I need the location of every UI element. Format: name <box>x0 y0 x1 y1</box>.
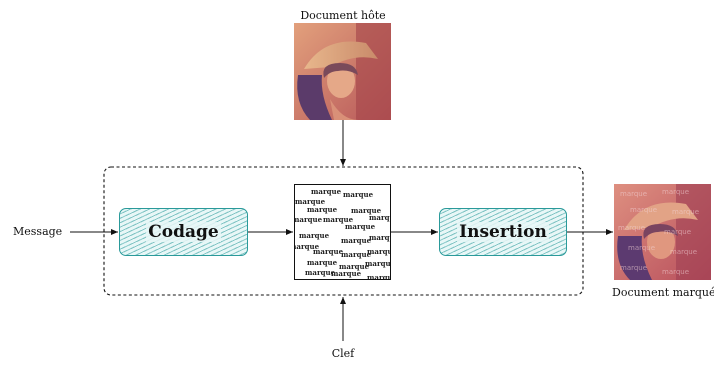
coding-block: Codage <box>119 208 248 256</box>
watermark-word: marque <box>294 215 323 224</box>
watermark-word: marque <box>295 197 326 206</box>
watermark-word: marque <box>367 247 390 256</box>
watermark-word: marque <box>307 205 338 214</box>
watermark-word: marque <box>323 215 354 224</box>
insertion-block: Insertion <box>439 208 567 256</box>
watermark-word: marque <box>345 222 376 231</box>
host-document-label: Document hôte <box>300 9 386 22</box>
key-label: Clef <box>331 347 355 360</box>
watermark-word: marque <box>311 187 342 196</box>
watermark-word: marque <box>343 190 374 199</box>
insertion-block-label: Insertion <box>457 222 549 242</box>
message-label: Message <box>13 225 63 238</box>
watermark-word: marque <box>341 236 372 245</box>
watermark-word: marque <box>299 231 330 240</box>
marked-document-image: marque marque marque marque marque marque m… <box>614 184 711 280</box>
host-document-image <box>294 23 391 120</box>
watermark-word: marque <box>351 206 382 215</box>
marked-document-label: Document marqué <box>612 286 714 299</box>
watermark-word: marque <box>331 269 362 278</box>
watermark-word: marque <box>367 273 390 280</box>
svg-text:marque: marque <box>662 268 689 276</box>
watermark-word: marque <box>307 258 338 267</box>
watermark-word: marque <box>365 259 391 268</box>
svg-text:marque: marque <box>618 224 645 232</box>
watermark-word: marque <box>341 250 372 259</box>
svg-text:marque: marque <box>664 228 691 236</box>
watermark-word: marque <box>369 213 390 222</box>
svg-text:marque: marque <box>672 208 699 216</box>
svg-text:marque: marque <box>628 244 655 252</box>
watermark-word: marque <box>369 233 390 242</box>
watermark-word: marque <box>305 268 336 277</box>
svg-text:marque: marque <box>662 188 689 196</box>
svg-text:marque: marque <box>620 190 647 198</box>
svg-text:marque: marque <box>630 206 657 214</box>
svg-text:marque: marque <box>670 248 697 256</box>
coding-block-label: Codage <box>146 222 221 242</box>
watermark-word: marque <box>339 262 370 271</box>
system-dashed-frame <box>103 166 584 296</box>
svg-text:marque: marque <box>620 264 647 272</box>
watermark-word: marque <box>313 247 344 256</box>
watermark-word: marque <box>295 242 320 251</box>
